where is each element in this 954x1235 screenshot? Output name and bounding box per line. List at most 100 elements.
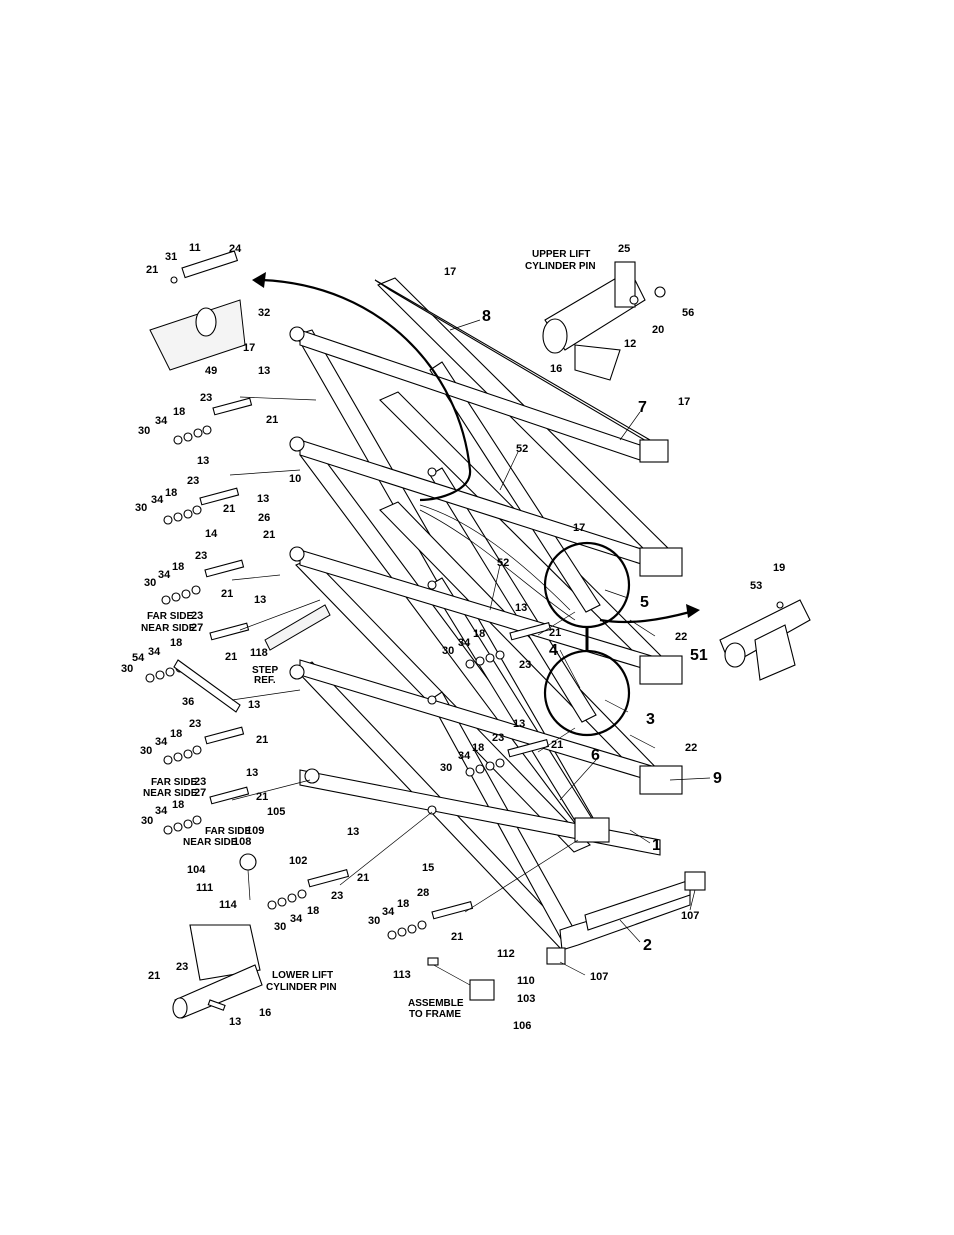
part-number: 21	[357, 872, 369, 884]
part-number: 23	[176, 961, 188, 973]
part-number: 23	[519, 659, 531, 671]
part-number: 21	[551, 739, 563, 751]
part-number: 23	[189, 718, 201, 730]
caption: ASSEMBLE	[408, 998, 464, 1009]
part-number: 32	[258, 307, 270, 319]
part-number-labels: 31 11 24 21 32 49 17 17 8 UPPER LIFT CYL…	[121, 242, 785, 1032]
part-number: 23	[200, 392, 212, 404]
part-number: 3	[646, 711, 655, 728]
part-number: 30	[442, 645, 454, 657]
part-number: 17	[444, 266, 456, 278]
part-number: 18	[170, 637, 182, 649]
part-number: 30	[144, 577, 156, 589]
part-number: 13	[254, 594, 266, 606]
part-number: 5	[640, 594, 649, 611]
part-number: 107	[681, 910, 699, 922]
part-number: 30	[368, 915, 380, 927]
part-number: 10	[289, 473, 301, 485]
part-number: 105	[267, 806, 285, 818]
part-number: 23	[331, 890, 343, 902]
part-number: 109	[246, 825, 264, 837]
part-number: 49	[205, 365, 217, 377]
part-number: 23	[492, 732, 504, 744]
part-number: 13	[513, 718, 525, 730]
part-number: 21	[256, 734, 268, 746]
part-number: 21	[263, 529, 275, 541]
part-number: 30	[440, 762, 452, 774]
part-number: 23	[191, 610, 203, 622]
part-number: 34	[155, 805, 168, 817]
part-number: 30	[141, 815, 153, 827]
part-number: 114	[219, 899, 238, 911]
part-number: 17	[243, 342, 255, 354]
part-number: 52	[497, 557, 509, 569]
part-number: 54	[132, 652, 145, 664]
part-number: 102	[289, 855, 307, 867]
part-number: 21	[266, 414, 278, 426]
part-number: 13	[248, 699, 260, 711]
part-number: 14	[205, 528, 218, 540]
part-number: 18	[473, 628, 485, 640]
part-number: 13	[258, 365, 270, 377]
part-number: 56	[682, 307, 694, 319]
lower-lift-cylinder-pin-detail	[172, 924, 263, 1019]
part-number: 21	[451, 931, 463, 943]
part-number: 28	[417, 887, 429, 899]
part-number: 21	[221, 588, 233, 600]
caption: CYLINDER PIN	[525, 261, 596, 272]
detail-callout-circles	[543, 541, 631, 737]
part-number: 19	[773, 562, 785, 574]
part-number: 16	[550, 363, 562, 375]
part-number: 51	[690, 647, 708, 664]
part-number: 13	[197, 455, 209, 467]
caption: STEP	[252, 665, 278, 676]
part-number: 110	[517, 975, 535, 987]
part-number: 21	[223, 503, 235, 515]
part-number: 18	[397, 898, 409, 910]
part-number: 16	[259, 1007, 271, 1019]
caption: FAR SIDE	[151, 777, 197, 788]
part-number: 34	[155, 736, 168, 748]
part-number: 18	[173, 406, 185, 418]
part-number: 20	[652, 324, 664, 336]
part-number: 24	[229, 243, 242, 255]
part-number: 30	[274, 921, 286, 933]
part-number: 34	[290, 913, 303, 925]
part-number: 34	[148, 646, 161, 658]
part-number: 1	[652, 837, 661, 854]
part-number: 22	[675, 631, 687, 643]
upper-left-pin-detail	[149, 250, 246, 371]
part-number: 13	[257, 493, 269, 505]
part-number: 18	[165, 487, 177, 499]
part-number: 30	[121, 663, 133, 675]
part-number: 18	[172, 561, 184, 573]
part-number: 18	[472, 742, 484, 754]
part-number: 13	[229, 1016, 241, 1028]
caption: NEAR SIDE	[141, 623, 196, 634]
caption: CYLINDER PIN	[266, 982, 337, 993]
pin-hardware-rows	[145, 397, 706, 965]
part-number: 34	[382, 906, 395, 918]
part-number: 4	[549, 642, 558, 659]
scissor-frame-assembly	[289, 277, 691, 951]
part-number: 17	[573, 522, 585, 534]
part-number: 107	[590, 971, 608, 983]
part-number: 18	[307, 905, 319, 917]
platform-hinge-detail	[719, 599, 811, 681]
caption: UPPER LIFT	[532, 249, 590, 260]
part-number: 15	[422, 862, 434, 874]
part-number: 30	[135, 502, 147, 514]
caption: REF.	[254, 675, 276, 686]
part-number: 104	[187, 864, 206, 876]
part-number: 9	[713, 770, 722, 787]
part-number: 6	[591, 747, 600, 764]
part-number: 13	[347, 826, 359, 838]
part-number: 118	[250, 647, 268, 659]
part-number: 17	[678, 396, 690, 408]
hose-lines	[419, 504, 576, 621]
part-number: 12	[624, 338, 636, 350]
part-number: 30	[138, 425, 150, 437]
part-number: 36	[182, 696, 194, 708]
part-number: 21	[146, 264, 158, 276]
